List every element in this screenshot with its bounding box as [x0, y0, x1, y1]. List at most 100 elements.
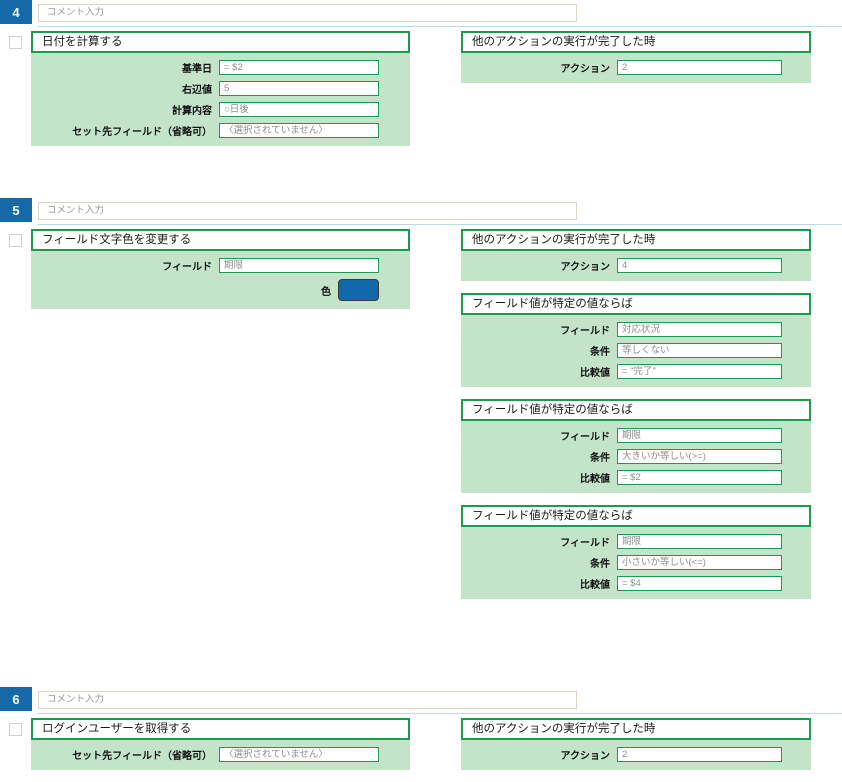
field-input[interactable]: 4 [617, 258, 782, 273]
card-body: アクション 2 [461, 53, 811, 83]
action-column: ログインユーザーを取得するセット先フィールド（省略可）〈選択されていません〉 [31, 718, 410, 782]
field-label: 比較値 [580, 368, 610, 379]
workflow-card: 他のアクションの実行が完了した時アクション 2 [461, 31, 811, 83]
field-row: 比較値 = "完了" [461, 364, 782, 379]
workflow-card: フィールド値が特定の値ならばフィールド期限条件小さいか等しい(<=)比較値= $… [461, 505, 811, 599]
field-row: 計算内容 ○日後 [31, 102, 379, 117]
card-title[interactable]: ログインユーザーを取得する [31, 718, 410, 740]
card-body: アクション 4 [461, 251, 811, 281]
action-column: フィールド文字色を変更するフィールド期限色 [31, 229, 410, 321]
card-title[interactable]: フィールド文字色を変更する [31, 229, 410, 251]
card-title[interactable]: フィールド値が特定の値ならば [461, 293, 811, 315]
field-label: フィールド [162, 262, 212, 273]
field-row: 条件小さいか等しい(<=) [461, 555, 782, 570]
field-label: アクション [560, 262, 611, 273]
field-row: アクション 4 [461, 258, 782, 273]
workflow-card: 他のアクションの実行が完了した時アクション 4 [461, 229, 811, 281]
field-input[interactable]: 期限 [617, 428, 782, 443]
workflow-card: フィールド値が特定の値ならばフィールド期限条件大きいか等しい(>=)比較値= $… [461, 399, 811, 493]
field-input[interactable]: 対応状況 [617, 322, 782, 337]
field-input[interactable]: = "完了" [617, 364, 782, 379]
card-body: フィールド期限条件大きいか等しい(>=)比較値= $2 [461, 421, 811, 493]
card-title[interactable]: 他のアクションの実行が完了した時 [461, 229, 811, 251]
workflow-card: 日付を計算する基準日= $2 右辺値 5 計算内容 ○日後セット先フィールド（省略可） 〈… [31, 31, 410, 146]
step-header: 6 コメント入力 [0, 687, 842, 714]
field-input[interactable]: = $2 [219, 60, 379, 75]
card-body: フィールド対応状況条件等しくない比較値= "完了" [461, 315, 811, 387]
comment-input[interactable]: コメント入力 [38, 4, 577, 22]
field-row: フィールド期限 [31, 258, 379, 273]
step-select-checkbox[interactable] [9, 234, 22, 247]
card-body: 基準日= $2 右辺値 5 計算内容 ○日後セット先フィールド（省略可） 〈選択されていま… [31, 53, 410, 146]
card-title[interactable]: 他のアクションの実行が完了した時 [461, 718, 811, 740]
field-label: フィールド [560, 538, 610, 549]
field-input[interactable]: 期限 [219, 258, 379, 273]
field-label: フィールド [560, 432, 610, 443]
workflow-step: 6 コメント入力ログインユーザーを取得するセット先フィールド（省略可）〈選択されて… [0, 687, 842, 770]
field-row: 比較値 = $4 [461, 576, 782, 591]
field-input[interactable]: 2 [617, 747, 782, 762]
field-row: セット先フィールド（省略可） 〈選択されていません〉 [31, 123, 379, 138]
step-select-checkbox[interactable] [9, 36, 22, 49]
field-label: 比較値 [580, 474, 610, 485]
step-divider [38, 26, 842, 27]
field-label: 条件 [590, 559, 610, 570]
field-input[interactable]: 期限 [617, 534, 782, 549]
field-label: アクション [560, 64, 611, 75]
card-title[interactable]: フィールド値が特定の値ならば [461, 399, 811, 421]
card-title[interactable]: フィールド値が特定の値ならば [461, 505, 811, 527]
field-input[interactable]: 小さいか等しい(<=) [617, 555, 782, 570]
field-row: フィールド期限 [461, 534, 782, 549]
field-label: 条件 [590, 347, 610, 358]
card-title[interactable]: 他のアクションの実行が完了した時 [461, 31, 811, 53]
step-select-checkbox[interactable] [9, 723, 22, 736]
field-label: 計算内容 [172, 106, 212, 117]
workflow-card: フィールド値が特定の値ならばフィールド対応状況条件等しくない比較値= "完了" [461, 293, 811, 387]
field-input[interactable]: 5 [219, 81, 379, 96]
action-column: 日付を計算する基準日= $2 右辺値 5 計算内容 ○日後セット先フィールド（省略可） 〈… [31, 31, 410, 158]
field-input[interactable]: 〈選択されていません〉 [219, 747, 379, 762]
color-swatch[interactable] [338, 279, 379, 301]
step-divider [38, 224, 842, 225]
color-swatch-wrap [338, 279, 379, 301]
field-row: フィールド期限 [461, 428, 782, 443]
field-input[interactable]: 等しくない [617, 343, 782, 358]
comment-input[interactable]: コメント入力 [38, 691, 577, 709]
field-row: 基準日= $2 [31, 60, 379, 75]
card-body: フィールド期限条件小さいか等しい(<=)比較値= $4 [461, 527, 811, 599]
step-header: 4 コメント入力 [0, 0, 842, 27]
field-input[interactable]: 大きいか等しい(>=) [617, 449, 782, 464]
comment-input[interactable]: コメント入力 [38, 202, 577, 220]
field-row: 右辺値 5 [31, 81, 379, 96]
field-input[interactable]: 2 [617, 60, 782, 75]
workflow-card: フィールド文字色を変更するフィールド期限色 [31, 229, 410, 309]
card-title[interactable]: 日付を計算する [31, 31, 410, 53]
field-input[interactable]: ○日後 [219, 102, 379, 117]
step-divider [38, 713, 842, 714]
card-body: セット先フィールド（省略可）〈選択されていません〉 [31, 740, 410, 770]
step-number-badge: 6 [0, 687, 32, 711]
field-row: 条件大きいか等しい(>=) [461, 449, 782, 464]
field-input[interactable]: 〈選択されていません〉 [219, 123, 379, 138]
field-row: フィールド対応状況 [461, 322, 782, 337]
step-number-badge: 4 [0, 0, 32, 24]
field-label: 条件 [590, 453, 610, 464]
field-input[interactable]: = $2 [617, 470, 782, 485]
field-label: 比較値 [580, 580, 610, 591]
step-number-badge: 5 [0, 198, 32, 222]
field-input[interactable]: = $4 [617, 576, 782, 591]
field-row: 比較値 = $2 [461, 470, 782, 485]
field-label: セット先フィールド（省略可） [72, 127, 212, 138]
field-label: 色 [321, 286, 331, 298]
field-row: 色 [31, 279, 379, 301]
field-row: 条件等しくない [461, 343, 782, 358]
field-label: 右辺値 [182, 85, 212, 96]
field-label: フィールド [560, 326, 610, 337]
